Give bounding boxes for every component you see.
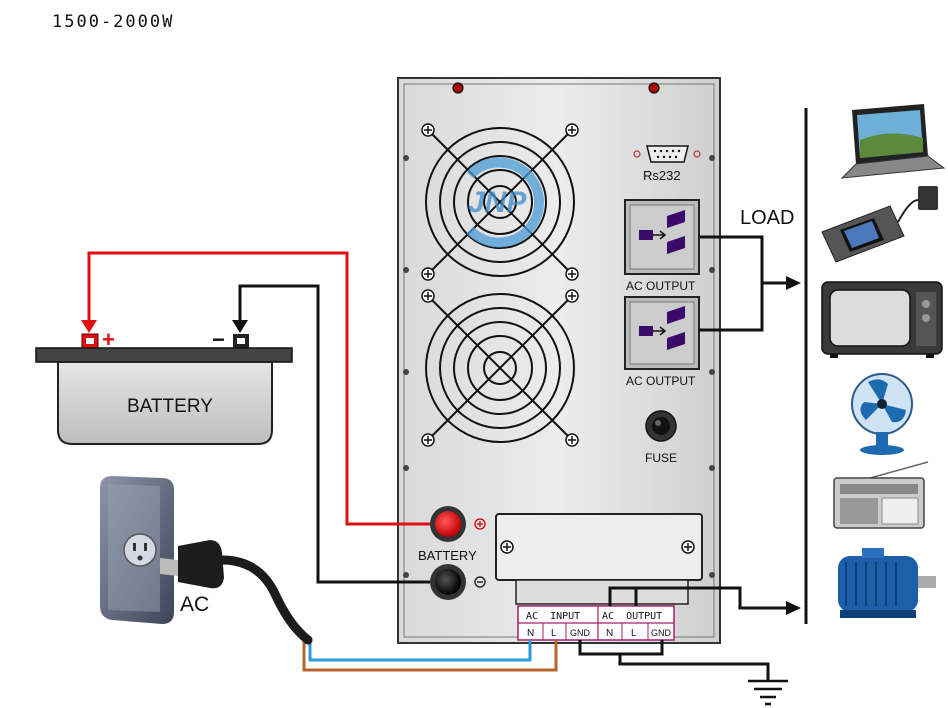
ac-plug-icon	[160, 540, 313, 645]
motor-icon	[838, 548, 936, 618]
positive-wire	[87, 251, 430, 526]
ac-wall-outlet-icon	[100, 476, 174, 624]
negative-wire	[238, 284, 430, 584]
ground-wire	[578, 640, 770, 680]
fuse-holder-icon[interactable]	[645, 410, 677, 442]
terminal-cell: GND	[570, 628, 591, 638]
power-range-title: 1500-2000W	[52, 12, 174, 32]
battery-positive-terminal[interactable]	[430, 506, 486, 542]
terminal-output-header: AC OUTPUT	[602, 611, 662, 622]
terminal-cell: GND	[651, 628, 672, 638]
rs232-label: Rs232	[643, 168, 681, 183]
ground-symbol-icon	[748, 679, 788, 706]
ac-output-load-wire	[608, 586, 788, 610]
radio-icon	[833, 461, 929, 529]
ac-output-socket-1-label: AC OUTPUT	[626, 279, 696, 293]
terminal-input-header: AC INPUT	[526, 611, 580, 622]
load-label: LOAD	[740, 207, 794, 229]
terminal-cell: N	[527, 628, 534, 639]
terminal-block: AC INPUT AC OUTPUT N L GND N L GND	[517, 605, 675, 641]
ac-output-socket-2-label: AC OUTPUT	[626, 374, 696, 388]
battery: + − BATTERY	[35, 327, 293, 445]
ac-source-label: AC	[180, 593, 209, 616]
battery-plus-sign: +	[102, 327, 115, 352]
rs232-port-icon[interactable]	[633, 145, 701, 163]
terminal-cell: L	[551, 628, 557, 639]
wiring	[81, 235, 801, 706]
ac-output-socket-2[interactable]	[624, 296, 700, 370]
fuse-label: FUSE	[645, 451, 677, 465]
socket-load-wire	[699, 235, 788, 332]
battery-minus-sign: −	[212, 327, 225, 352]
tv-icon	[821, 281, 943, 358]
terminal-cell: N	[606, 628, 613, 639]
phone-charger-icon	[821, 186, 938, 263]
cooling-fan-icon	[421, 123, 579, 281]
fan-icon	[851, 373, 913, 455]
inverter-unit: JNP Rs232	[397, 77, 721, 644]
live-wire	[302, 640, 558, 672]
ac-output-socket-1[interactable]	[624, 199, 700, 275]
neutral-wire	[308, 636, 532, 662]
laptop-icon	[840, 104, 946, 179]
terminal-cell: L	[631, 628, 637, 639]
battery-label: BATTERY	[127, 396, 213, 417]
cooling-fan-icon	[421, 289, 579, 447]
battery-terminal-label: BATTERY	[418, 548, 477, 563]
battery-negative-terminal[interactable]	[430, 564, 486, 600]
brand-logo-text: JNP	[468, 186, 527, 219]
panel-screw-icon	[452, 82, 660, 94]
terminal-cover-plate	[495, 513, 703, 605]
brand-logo: JNP	[466, 157, 544, 248]
